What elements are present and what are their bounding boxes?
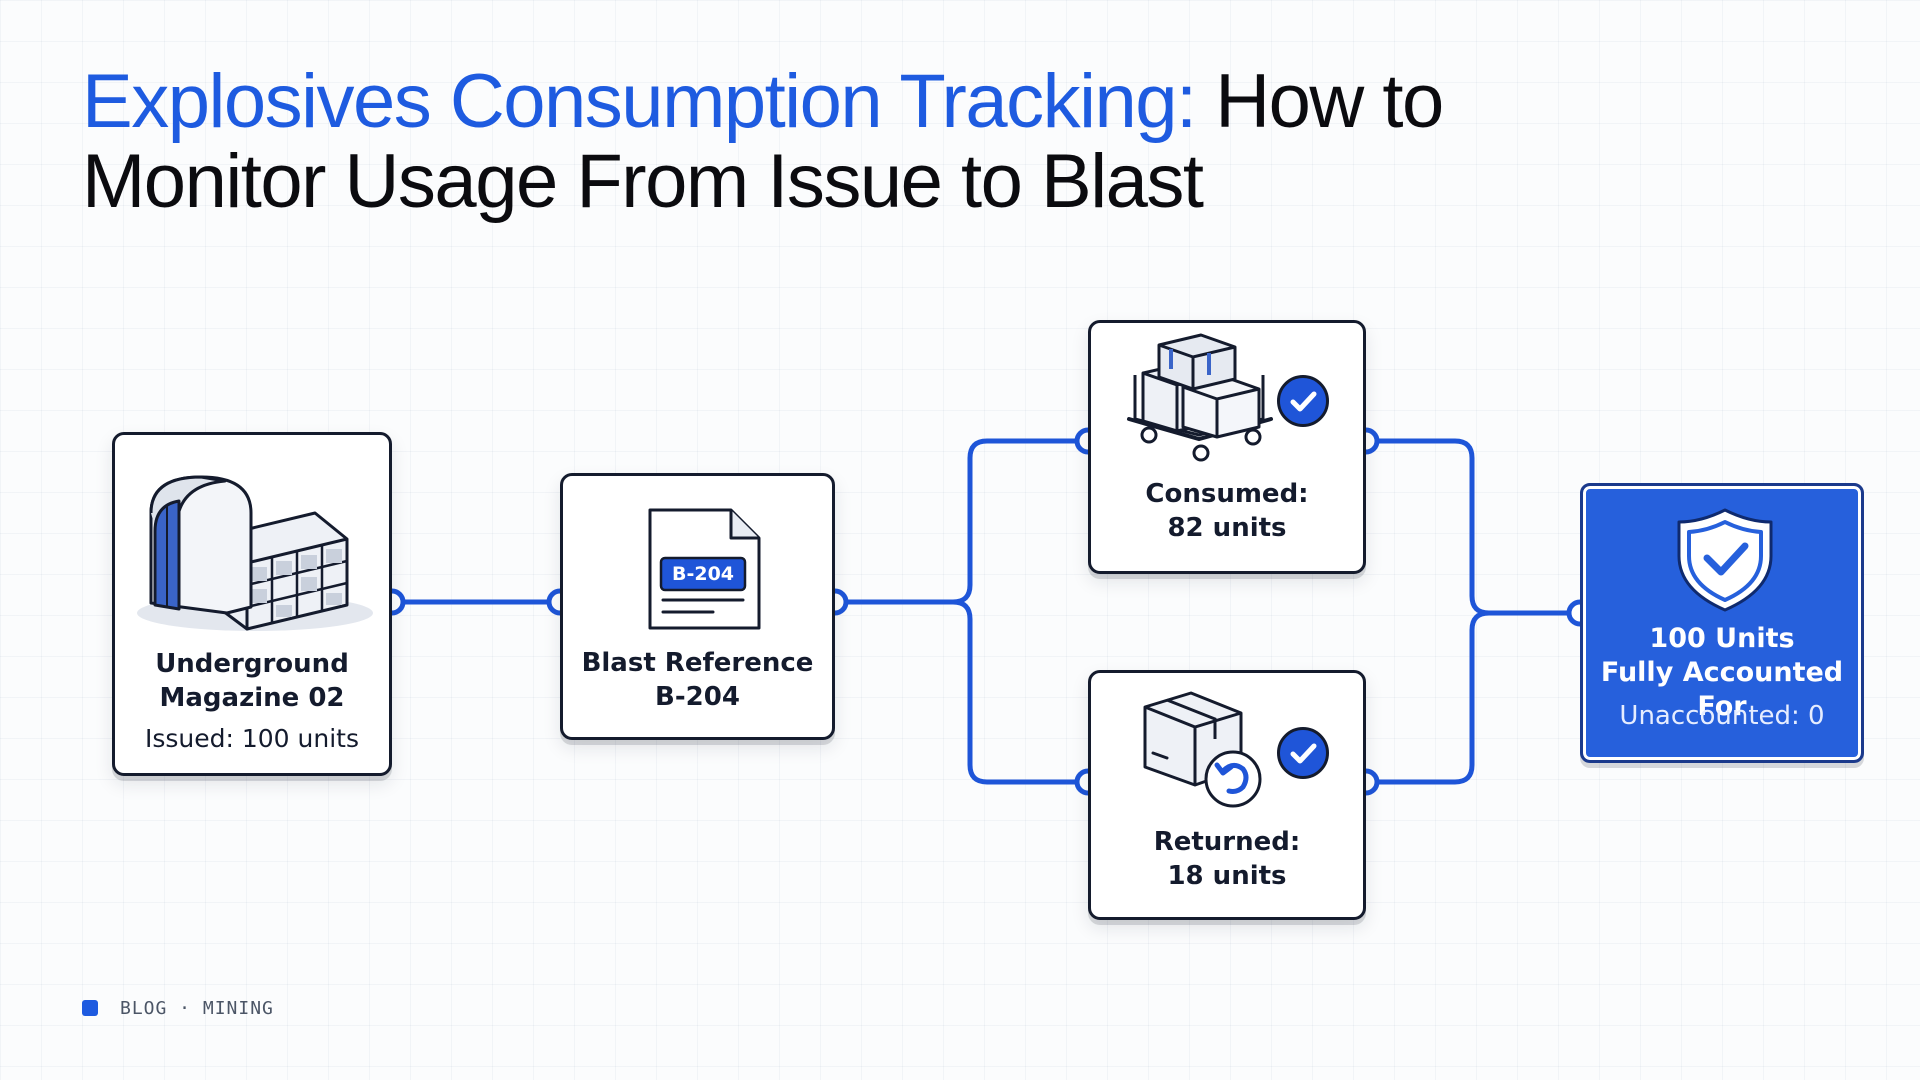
footer-text: BLOG · MINING bbox=[120, 997, 274, 1019]
connector-consumed-merge bbox=[1363, 438, 1583, 616]
consumed-label: Consumed: 82 units bbox=[1145, 479, 1309, 543]
cart-boxes-icon bbox=[1127, 333, 1273, 462]
node-consumed: Consumed: 82 units bbox=[1088, 320, 1366, 574]
total-label: 100 Units Fully Accounted For bbox=[1600, 623, 1844, 722]
node-underground-magazine: Underground Magazine 02 Issued: 100 unit… bbox=[112, 432, 392, 776]
returned-check-icon bbox=[1277, 727, 1329, 779]
return-box-icon bbox=[1143, 691, 1262, 808]
document-icon bbox=[648, 508, 761, 630]
title-highlight: Explosives Consumption Tracking: bbox=[82, 59, 1197, 144]
node-blast-reference: B-204 Blast Reference B-204 bbox=[560, 473, 835, 740]
connector-returned-merge bbox=[1363, 610, 1492, 785]
total-unaccounted: Unaccounted: 0 bbox=[1619, 701, 1825, 731]
magazine-label: Underground Magazine 02 bbox=[155, 649, 349, 713]
underground-magazine-icon bbox=[137, 475, 373, 631]
node-total-accounted: 100 Units Fully Accounted For Unaccounte… bbox=[1580, 483, 1864, 763]
page-title: Explosives Consumption Tracking: How to … bbox=[82, 62, 1482, 222]
blast-label: Blast Reference B-204 bbox=[581, 648, 814, 712]
document-tag: B-204 bbox=[671, 563, 735, 585]
footer-square-icon bbox=[82, 1000, 98, 1016]
returned-label: Returned: 18 units bbox=[1153, 827, 1301, 891]
consumed-check-icon bbox=[1277, 375, 1329, 427]
title-rest: How to Monitor Usage From Issue to Blast bbox=[82, 59, 1444, 224]
connector-blast-split bbox=[832, 438, 1091, 605]
magazine-issued: Issued: 100 units bbox=[144, 724, 359, 753]
node-returned: Returned: 18 units bbox=[1088, 670, 1366, 920]
footer-tag: BLOG · MINING bbox=[82, 996, 274, 1020]
connector-split-returned bbox=[950, 599, 1091, 785]
shield-check-icon bbox=[1677, 508, 1773, 612]
